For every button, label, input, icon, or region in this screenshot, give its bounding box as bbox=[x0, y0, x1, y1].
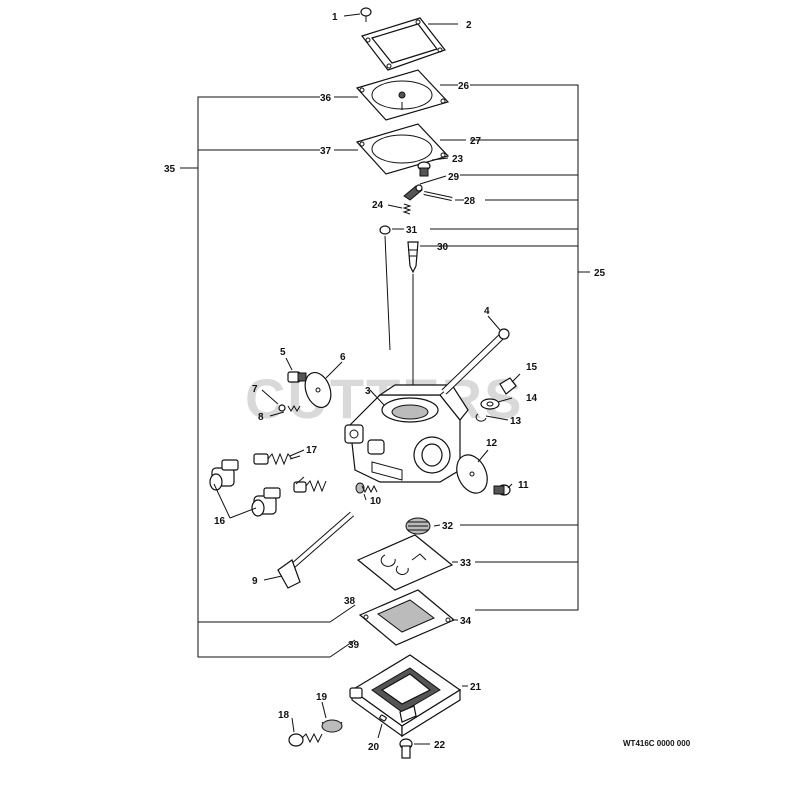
cover-plate bbox=[361, 17, 446, 71]
diaphragm-26 bbox=[355, 69, 450, 121]
label-18: 18 bbox=[278, 710, 290, 721]
plug-15 bbox=[499, 377, 517, 395]
label-28: 28 bbox=[464, 196, 476, 207]
label-35: 35 bbox=[164, 164, 176, 175]
label-29: 29 bbox=[448, 172, 460, 183]
diaphragm-34 bbox=[358, 589, 456, 646]
leader-lines bbox=[213, 13, 521, 745]
label-17: 17 bbox=[306, 445, 318, 456]
pin-20 bbox=[379, 714, 387, 722]
screw-5 bbox=[287, 371, 307, 383]
label-13: 13 bbox=[510, 416, 522, 427]
clip-13 bbox=[475, 413, 487, 422]
spring-8 bbox=[287, 405, 301, 412]
label-36: 36 bbox=[320, 93, 332, 104]
label-16: 16 bbox=[214, 516, 226, 527]
label-12: 12 bbox=[486, 438, 498, 449]
label-30: 30 bbox=[437, 242, 449, 253]
spring-24 bbox=[402, 203, 412, 215]
drawing-code: WT416C 0000 000 bbox=[623, 739, 691, 748]
washer-14 bbox=[480, 398, 500, 410]
screw-1 bbox=[360, 7, 372, 22]
spring-10 bbox=[355, 482, 378, 494]
screw-23 bbox=[417, 161, 431, 177]
label-27: 27 bbox=[470, 136, 482, 147]
lever-29 bbox=[403, 184, 423, 201]
label-4: 4 bbox=[484, 306, 490, 317]
label-38: 38 bbox=[344, 596, 356, 607]
label-22: 22 bbox=[434, 740, 446, 751]
gasket-33 bbox=[356, 534, 454, 591]
label-19: 19 bbox=[316, 692, 328, 703]
label-25: 25 bbox=[594, 268, 606, 279]
needle-30 bbox=[407, 241, 419, 274]
label-23: 23 bbox=[452, 154, 464, 165]
screw-11 bbox=[493, 484, 511, 496]
ball-31 bbox=[379, 225, 391, 235]
label-26: 26 bbox=[458, 81, 470, 92]
bracket-35 bbox=[180, 96, 356, 658]
ball-7 bbox=[278, 404, 286, 412]
adjust-screw-17b bbox=[293, 479, 327, 493]
label-8: 8 bbox=[258, 412, 264, 423]
shaft-4 bbox=[441, 328, 510, 395]
spring-19 bbox=[321, 719, 343, 733]
choke-shaft-9 bbox=[277, 511, 354, 589]
pump-cover-21 bbox=[349, 654, 462, 738]
fitting-16a bbox=[209, 459, 239, 491]
filter-32 bbox=[405, 517, 431, 535]
label-31: 31 bbox=[406, 225, 418, 236]
gasket-27 bbox=[355, 123, 450, 175]
choke-plate-12 bbox=[456, 454, 488, 494]
label-3: 3 bbox=[365, 386, 371, 397]
screw-18 bbox=[288, 732, 323, 747]
label-21: 21 bbox=[470, 682, 482, 693]
label-33: 33 bbox=[460, 558, 472, 569]
label-9: 9 bbox=[252, 576, 258, 587]
label-11: 11 bbox=[518, 480, 529, 491]
pin-28 bbox=[423, 191, 453, 201]
label-7: 7 bbox=[252, 384, 258, 395]
label-2: 2 bbox=[466, 20, 472, 31]
adjust-screw-17a bbox=[253, 452, 301, 466]
fitting-16b bbox=[251, 487, 281, 517]
label-34: 34 bbox=[460, 616, 472, 627]
part-labels: 1 2 3 4 5 6 7 8 9 10 11 12 13 14 15 16 1… bbox=[164, 12, 606, 753]
label-37: 37 bbox=[320, 146, 332, 157]
throttle-plate-6 bbox=[304, 371, 332, 409]
label-14: 14 bbox=[526, 393, 538, 404]
label-39: 39 bbox=[348, 640, 360, 651]
label-10: 10 bbox=[370, 496, 382, 507]
label-24: 24 bbox=[372, 200, 384, 211]
label-15: 15 bbox=[526, 362, 538, 373]
label-5: 5 bbox=[280, 347, 286, 358]
label-6: 6 bbox=[340, 352, 346, 363]
screw-22 bbox=[399, 738, 413, 759]
bracket-25 bbox=[430, 84, 590, 611]
label-32: 32 bbox=[442, 521, 454, 532]
label-1: 1 bbox=[332, 12, 338, 23]
label-20: 20 bbox=[368, 742, 380, 753]
